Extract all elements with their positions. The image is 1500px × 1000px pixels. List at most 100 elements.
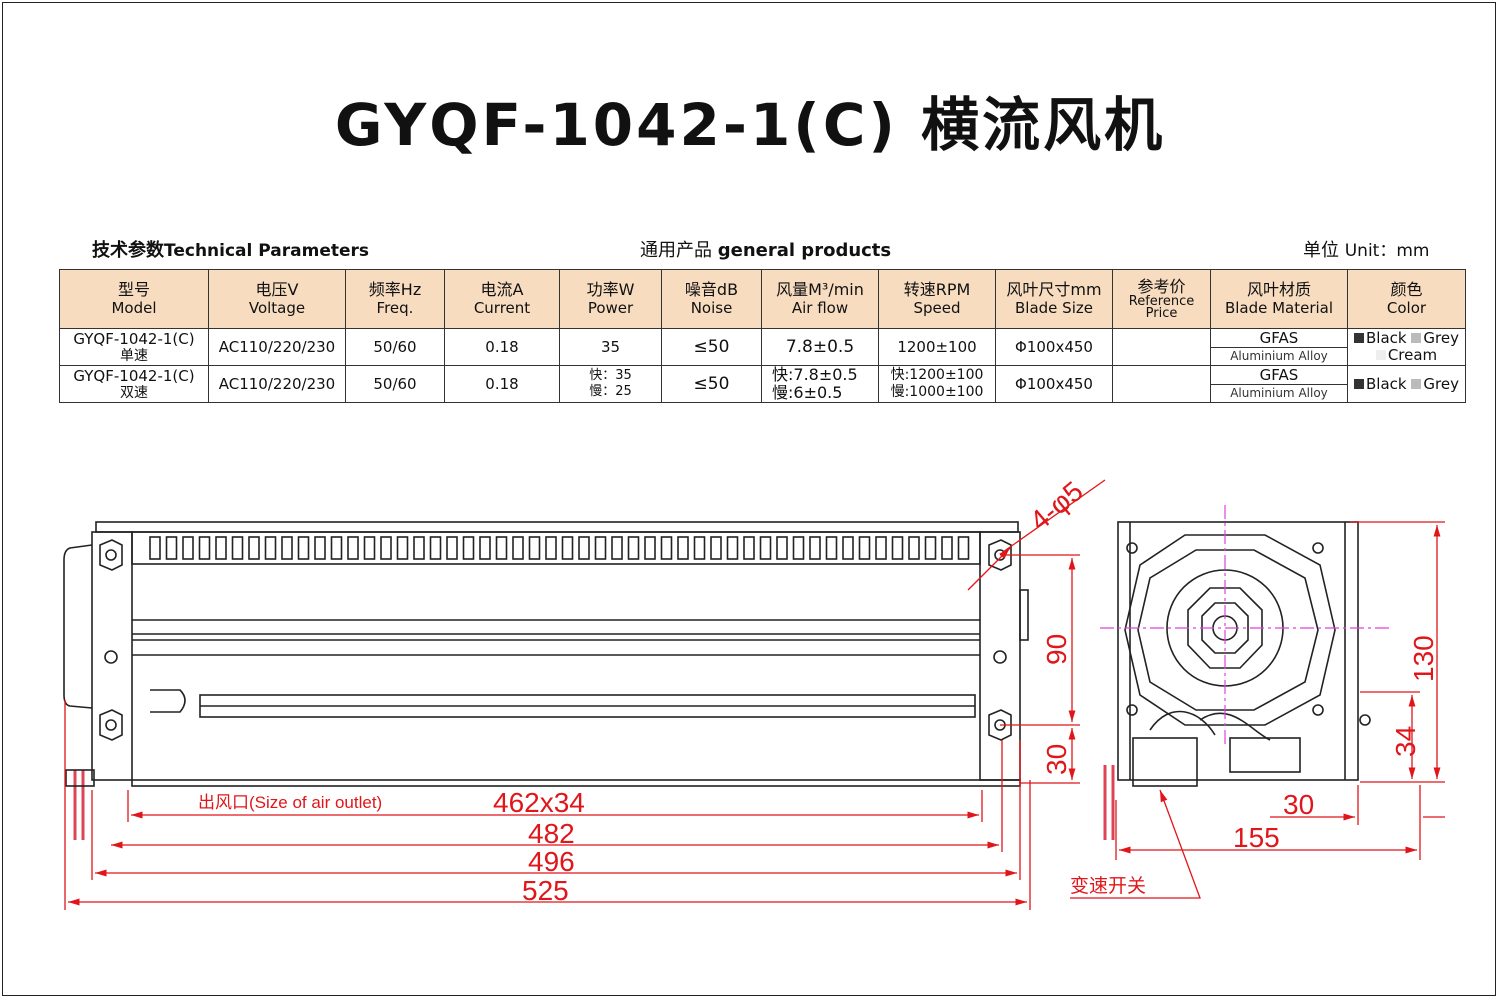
grille-slot: [528, 536, 541, 560]
grey-swatch: [1411, 378, 1422, 389]
tech-params-heading: 技术参数Technical Parameters: [92, 236, 369, 262]
side-power-cable: [1103, 765, 1115, 840]
grille-slot: [677, 536, 689, 560]
cell-price: [1112, 328, 1211, 366]
dim-text-130: 130: [1408, 635, 1439, 682]
outlet-label: 出风口(Size of air outlet): [198, 793, 382, 812]
grille-slot: [462, 536, 475, 560]
grille-slot: [858, 536, 871, 560]
grille-slot: [594, 536, 607, 560]
left-end-plate: [91, 531, 133, 781]
grille-slot: [792, 536, 805, 560]
dim-text-34: 34: [1390, 726, 1421, 757]
grille-slot: [726, 536, 739, 560]
table-row-dual-speed: GYQF-1042-1(C)双速 AC110/220/230 50/60 0.1…: [59, 365, 1466, 403]
grille-slot: [660, 536, 673, 560]
grille-slot: [611, 536, 623, 560]
cell-blade-size: Φ100x450: [995, 328, 1113, 366]
general-products-heading: 通用产品 general products: [640, 236, 891, 262]
grille-slot: [825, 536, 838, 560]
grille-slot: [165, 536, 178, 560]
grille-slot: [182, 536, 194, 560]
general-products-cn: 通用产品: [640, 240, 712, 261]
cell-current: 0.18: [444, 365, 560, 403]
switch-label: 变速开关: [1070, 875, 1146, 897]
grille-slot: [149, 536, 161, 560]
side-centerlines: [1100, 505, 1390, 745]
unit-en: Unit：mm: [1344, 241, 1430, 261]
grille-slot: [495, 536, 508, 560]
mounting-hole: [99, 539, 123, 571]
grille-slot: [743, 536, 755, 560]
hole-leader: [1002, 479, 1106, 553]
page-title: GYQF-1042-1(C) 横流风机: [334, 91, 1166, 159]
dim-text-496: 496: [528, 846, 575, 877]
table-row-single-speed: GYQF-1042-1(C)单速 AC110/220/230 50/60 0.1…: [59, 328, 1466, 366]
tech-params-cn: 技术参数: [92, 240, 164, 261]
general-products-en: general products: [717, 240, 892, 261]
cell-speed: 1200±100: [878, 328, 996, 366]
switch-leader: [1070, 789, 1201, 899]
grille-slot: [314, 536, 326, 560]
grille-slot: [842, 536, 854, 560]
cell-airflow: 7.8±0.5: [761, 328, 879, 366]
grille-slot: [941, 536, 953, 560]
speed-switch-box: [1132, 737, 1198, 787]
cell-price: [1112, 365, 1211, 403]
grille-slots: [149, 536, 970, 560]
grille-slot: [957, 536, 970, 560]
unit-heading: 单位 Unit：mm: [1303, 236, 1429, 262]
power-cable: [73, 770, 85, 840]
grille-slot: [512, 536, 524, 560]
hole-callout: 4-φ5: [1024, 475, 1089, 536]
grille-slot: [924, 536, 937, 560]
grille-slot: [281, 536, 293, 560]
grille-slot: [347, 536, 359, 560]
black-swatch: [1354, 378, 1365, 389]
motor-octagon: [1124, 534, 1336, 726]
cell-color: Black Grey: [1347, 365, 1466, 403]
black-swatch: [1354, 333, 1365, 343]
dim-text-482: 482: [528, 818, 575, 849]
side-dimensions: [1070, 521, 1445, 899]
cream-swatch: [1375, 350, 1386, 360]
grille-slot: [644, 536, 656, 560]
right-bearing-cap: [1019, 589, 1029, 641]
grille-slot: [710, 536, 722, 560]
grille-slot: [248, 536, 260, 560]
grille-slot: [363, 536, 376, 560]
dim-text-outlet: 462x34: [493, 787, 585, 818]
front-dimensions: [64, 479, 1106, 910]
unit-cn: 单位: [1303, 240, 1339, 261]
grille-slot: [561, 536, 574, 560]
grille-slot: [215, 536, 227, 560]
cell-voltage: AC110/220/230: [208, 365, 346, 403]
side-view: [1103, 521, 1371, 840]
grille-slot: [330, 536, 343, 560]
grille-slot: [891, 536, 904, 560]
cell-power: 35: [559, 328, 662, 366]
grille-slot: [545, 536, 557, 560]
grille-slot: [759, 536, 772, 560]
side-frame: [1117, 521, 1359, 781]
grille-slot: [908, 536, 920, 560]
dim-text-525: 525: [522, 875, 569, 906]
grille-slot: [875, 536, 887, 560]
grille-slot: [413, 536, 425, 560]
grey-swatch: [1411, 333, 1422, 343]
